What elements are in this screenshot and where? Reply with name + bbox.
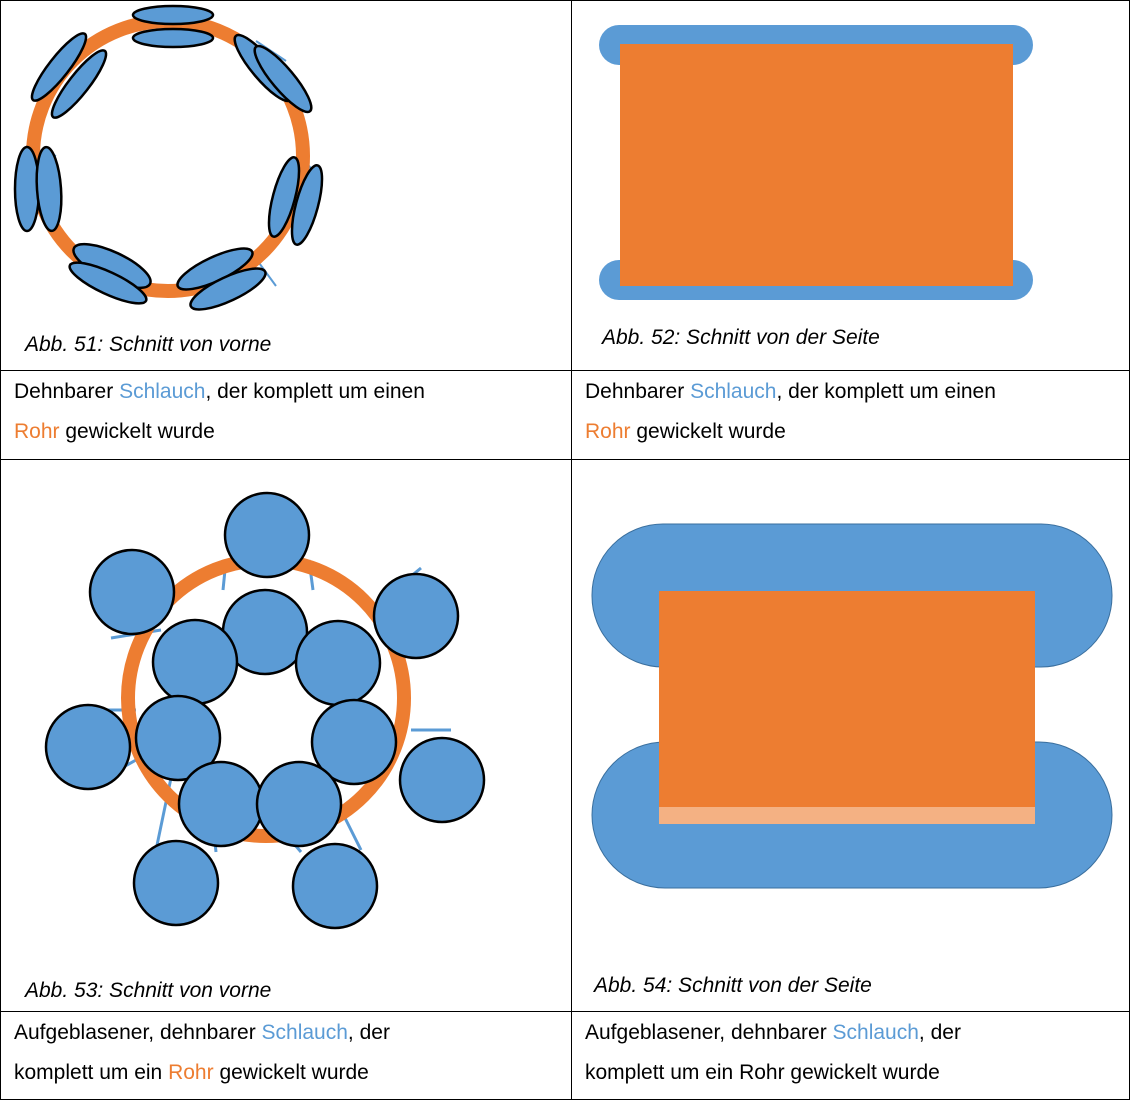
description-text: komplett um ein Rohr gewickelt wurde — [585, 1061, 940, 1084]
table-border-top — [0, 0, 1130, 1]
tube-ellipses — [13, 4, 324, 311]
tube-term: Schlauch — [690, 380, 777, 403]
figure-54-side-section — [591, 523, 1113, 889]
description-text: Aufgeblasener, dehnbarer — [585, 1021, 833, 1044]
description-left: Dehnbarer Schlauch, der komplett um eine… — [14, 372, 425, 452]
description-text: gewickelt wurde — [630, 420, 786, 443]
description-left: Aufgeblasener, dehnbarer Schlauch, der k… — [14, 1013, 390, 1093]
description-text: Dehnbarer — [14, 380, 120, 403]
table-row-divider — [0, 1011, 1130, 1012]
figure-51-front-section — [13, 4, 324, 311]
figure-54-cell: Abb. 54: Schnitt von der Seite — [572, 460, 1129, 1011]
description-text: , der komplett um einen — [205, 380, 425, 403]
description-text: , der komplett um einen — [776, 380, 996, 403]
description-text: Dehnbarer — [585, 380, 691, 403]
table-row-divider — [0, 459, 1130, 460]
tube-term: Schlauch — [832, 1021, 919, 1044]
figure-caption: Abb. 53: Schnitt von vorne — [25, 979, 272, 1002]
tube-term: Schlauch — [119, 380, 206, 403]
description-right: Dehnbarer Schlauch, der komplett um eine… — [585, 372, 996, 452]
figure-53-cell: Abb. 53: Schnitt von vorne — [1, 460, 571, 1011]
figure-53-front-section — [44, 491, 486, 930]
description-text: , der — [347, 1021, 390, 1044]
description-right: Aufgeblasener, dehnbarer Schlauch, der k… — [585, 1013, 961, 1093]
pipe-term: Rohr — [168, 1061, 214, 1084]
pipe-rect — [659, 591, 1035, 824]
figure-52-cell: Abb. 52: Schnitt von der Seite — [572, 1, 1129, 370]
tube-term: Schlauch — [261, 1021, 348, 1044]
pipe-rect — [620, 44, 1013, 286]
figure-caption: Abb. 54: Schnitt von der Seite — [594, 974, 872, 997]
figure-caption: Abb. 52: Schnitt von der Seite — [602, 326, 880, 349]
description-text: Aufgeblasener, dehnbarer — [14, 1021, 262, 1044]
figure-caption: Abb. 51: Schnitt von vorne — [25, 333, 272, 356]
table-column-divider — [571, 0, 572, 1100]
description-text: , der — [918, 1021, 961, 1044]
pipe-term: Rohr — [585, 420, 631, 443]
table-border-left — [0, 0, 1, 1100]
table-row-divider — [0, 370, 1130, 371]
figure-51-cell: Abb. 51: Schnitt von vorne — [1, 1, 571, 370]
description-text: gewickelt wurde — [213, 1061, 369, 1084]
description-text: gewickelt wurde — [59, 420, 215, 443]
tube-circles — [44, 491, 486, 930]
description-text: komplett um ein — [14, 1061, 169, 1084]
pipe-term: Rohr — [14, 420, 60, 443]
pipe-edge — [659, 807, 1035, 824]
figure-52-side-section — [599, 25, 1033, 300]
